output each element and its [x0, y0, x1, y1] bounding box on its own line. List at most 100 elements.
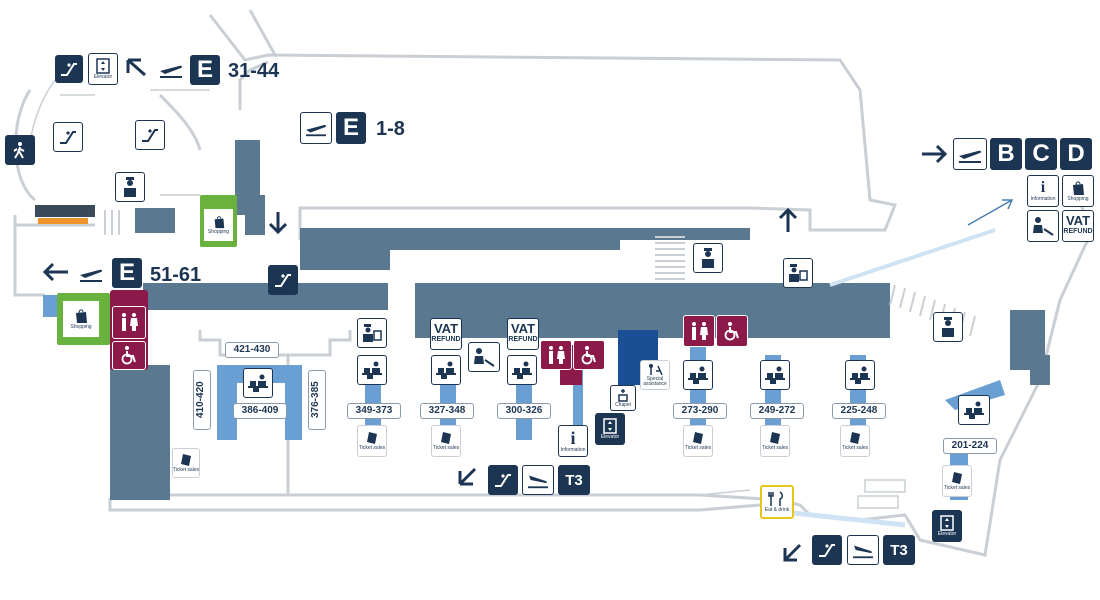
vat-refund-text: REFUND [431, 336, 461, 343]
checkin-counter-icon [958, 395, 990, 425]
elevator-caption: Elevator [93, 74, 113, 80]
terminal-e-badge: E [336, 112, 366, 144]
escalator-icon [135, 120, 165, 150]
ticket-sales-caption: Ticket sales [358, 445, 386, 451]
departures-icon [155, 55, 187, 83]
escalator-icon [488, 465, 518, 495]
wheelchair-icon [112, 340, 146, 370]
wheelchair-icon [573, 340, 605, 370]
chapel-caption: Chapel [615, 402, 631, 408]
departures-icon [75, 258, 107, 288]
vat-text: VAT [510, 321, 536, 336]
checkin-counter-icon [357, 355, 387, 385]
vat-text: VAT [433, 321, 459, 336]
passport-control-icon [783, 258, 813, 288]
escalator-icon [268, 265, 298, 295]
restrooms-icon [540, 340, 572, 370]
terminal-3-badge: T3 [883, 535, 915, 565]
chapel-icon: Chapel [610, 385, 636, 411]
checkin-desk-label: 225-248 [832, 403, 886, 419]
checkin-desk-label: 421-430 [225, 342, 279, 358]
eat-drink-icon: Eat & drink [760, 485, 794, 519]
security-officer-icon [115, 172, 145, 202]
escalator-icon [55, 55, 83, 83]
orange-barrier [38, 218, 88, 224]
ticket-sales-caption: Ticket sales [684, 445, 712, 451]
checkin-desk-label: 201-224 [943, 438, 997, 454]
departures-icon [300, 112, 332, 144]
terminal-c-badge: C [1025, 138, 1057, 170]
elevator-icon: Elevator [595, 413, 625, 445]
checkin-desk-label: 249-272 [750, 403, 804, 419]
passport-control-icon [357, 318, 387, 348]
shopping-caption: Shopping [70, 324, 92, 330]
checkin-counter-icon [431, 355, 461, 385]
restrooms-area [110, 290, 148, 370]
ticket-sales-icon: Ticket sales [172, 448, 200, 478]
checkin-desk-label: 386-409 [233, 403, 287, 419]
information-caption: Information [560, 447, 586, 453]
customs-officer-icon [468, 342, 500, 372]
vat-refund-sign: VAT REFUND [1062, 210, 1094, 242]
ticket-sales-caption: Ticket sales [432, 445, 460, 451]
security-officer-icon [933, 312, 963, 342]
vat-refund-text: REFUND [1063, 228, 1093, 235]
moving-walkway [829, 228, 996, 287]
walking-person-icon [5, 135, 35, 165]
escalator-icon [53, 122, 83, 152]
arrivals-icon [522, 465, 554, 495]
ticket-sales-icon: Ticket sales [431, 425, 461, 457]
gate-range-31-44: 31-44 [228, 60, 280, 82]
shopping-area: Shopping [200, 195, 237, 247]
terminal-d-badge: D [1060, 138, 1092, 170]
checkin-desk-label: 273-290 [673, 403, 727, 419]
ticket-sales-icon: Ticket sales [840, 425, 870, 457]
checkin-desk-label: 327-348 [420, 403, 474, 419]
special-assistance-caption: Special assistance [643, 376, 667, 387]
dark-barrier [35, 205, 95, 217]
ticket-sales-caption: Ticket sales [841, 445, 869, 451]
gate-range-1-8: 1-8 [376, 118, 405, 140]
ticket-sales-icon: Ticket sales [683, 425, 713, 457]
special-assistance-icon: Special assistance [640, 360, 670, 390]
checkin-counter-icon [845, 360, 875, 390]
elevator-caption: Elevator [937, 531, 957, 537]
information-icon: i Information [1027, 175, 1059, 207]
elevator-caption: Elevator [600, 434, 620, 440]
checkin-counter-icon [760, 360, 790, 390]
checkin-counter-icon [243, 368, 273, 398]
ticket-sales-icon: Ticket sales [942, 465, 972, 497]
restrooms-icon [112, 306, 146, 339]
terminal-e-badge: E [190, 55, 220, 85]
checkin-desk-label: 376-385 [308, 370, 326, 430]
walls [110, 140, 1050, 500]
terminal-3-badge: T3 [558, 465, 590, 495]
checkin-counter-icon [683, 360, 713, 390]
bench-b [857, 495, 899, 509]
shopping-bag-icon: Shopping [1062, 175, 1094, 207]
shopping-area: Shopping [57, 293, 110, 345]
checkin-counter-icon [507, 355, 537, 385]
checkin-desk-label: 300-326 [497, 403, 551, 419]
shopping-caption: Shopping [1067, 196, 1089, 202]
vat-refund-sign: VAT REFUND [507, 318, 539, 350]
checkin-desk-label: 349-373 [347, 403, 401, 419]
ticket-sales-caption: Ticket sales [172, 467, 200, 473]
departures-icon [953, 138, 987, 170]
wheelchair-icon [716, 315, 748, 347]
checkin-desk-label: 410-420 [193, 370, 211, 430]
eat-drink-caption: Eat & drink [764, 507, 790, 513]
arrivals-icon [847, 535, 879, 565]
escalator-icon [812, 535, 842, 565]
elevator-icon: Elevator [932, 510, 962, 542]
restrooms-icon [683, 315, 715, 347]
elevator-icon: Elevator [88, 53, 118, 85]
terminal-b-badge: B [990, 138, 1022, 170]
direction-arrows [42, 58, 1014, 562]
ticket-sales-icon: Ticket sales [760, 425, 790, 457]
vat-refund-text: REFUND [508, 336, 538, 343]
gate-range-51-61: 51-61 [150, 264, 202, 286]
bench-a [864, 479, 906, 493]
ticket-sales-icon: Ticket sales [357, 425, 387, 457]
